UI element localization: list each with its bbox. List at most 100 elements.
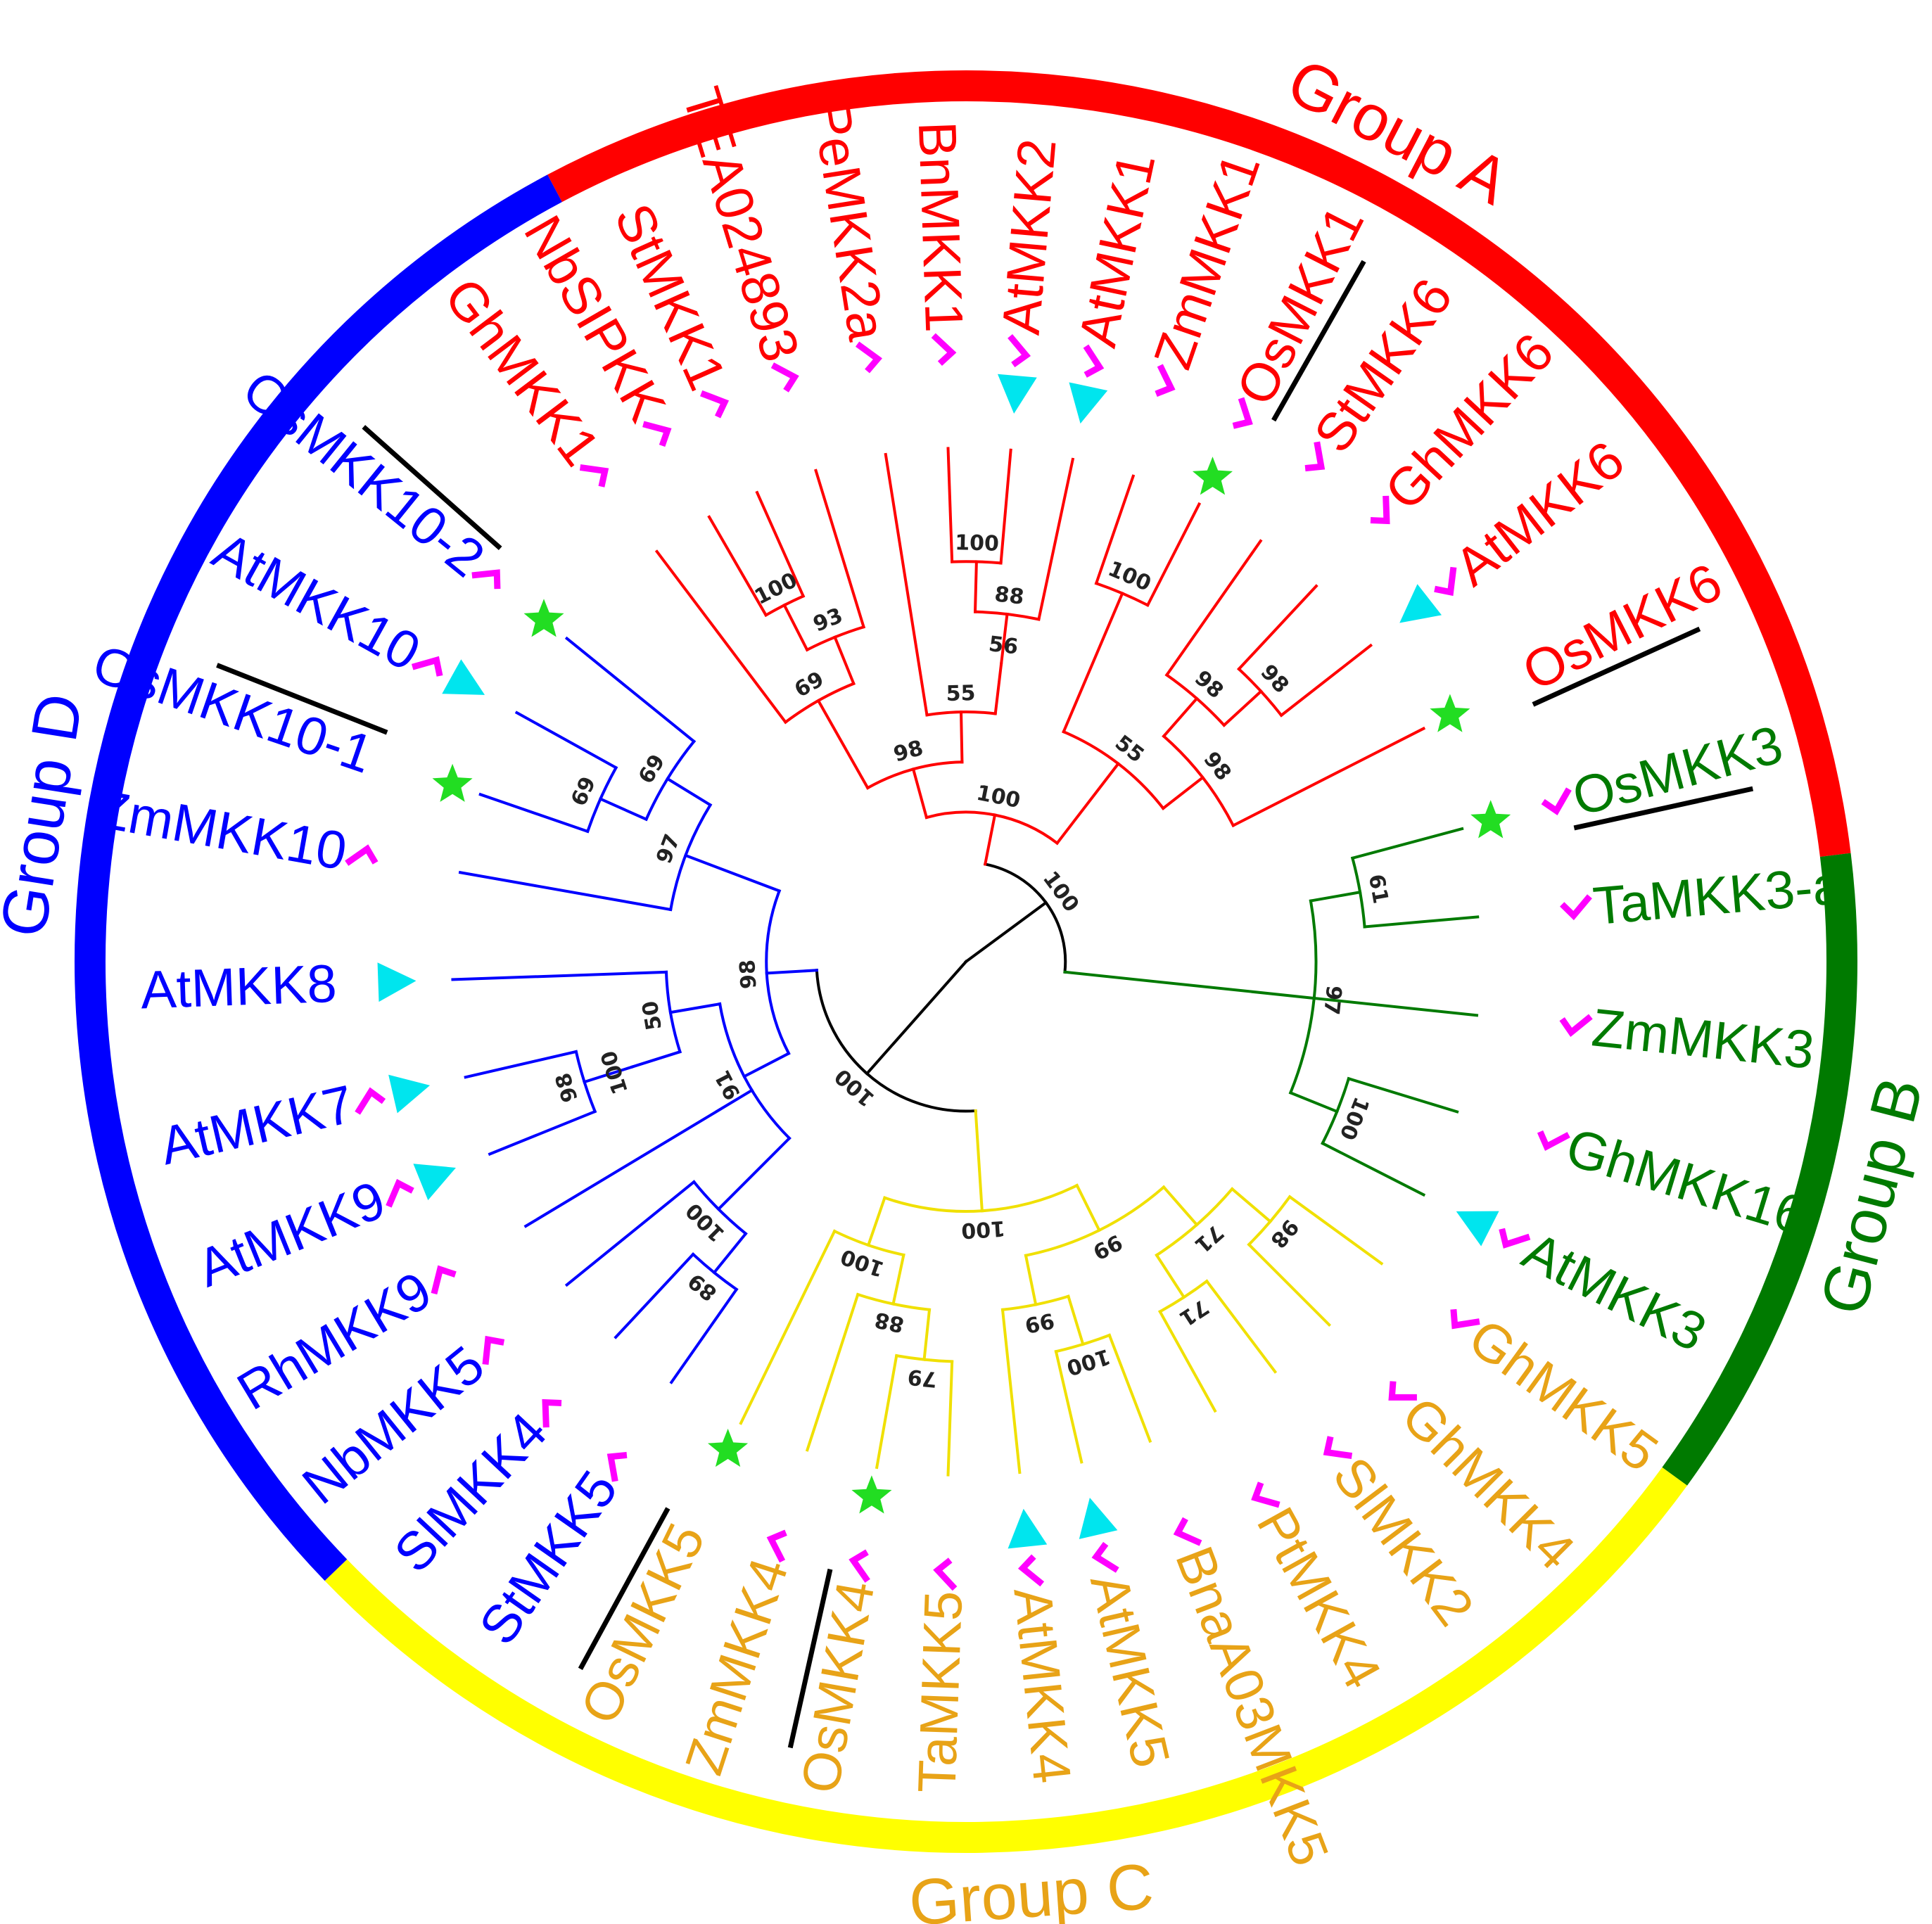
leaf-label-atmkk9: AtMKK9 (189, 1170, 393, 1299)
branch-b1 (1309, 890, 1362, 903)
check-mark-icon (431, 1265, 457, 1295)
check-mark-icon (1017, 1554, 1045, 1587)
branch-arc-a1b (805, 625, 866, 652)
branch-zmmkk1 (1094, 474, 1136, 585)
ring-arc-group-c (324, 1467, 1688, 1853)
bootstrap-a1e: 56 (987, 632, 1019, 660)
branch-arc-abroot (983, 862, 1067, 974)
branch-osmkk10-1 (478, 792, 590, 834)
check-mark-icon (1083, 344, 1105, 378)
branch-arc-b1 (1350, 856, 1366, 929)
bootstrap-c1d: 99 (1022, 1308, 1056, 1338)
branch-c1b (1230, 1187, 1273, 1224)
branch-ghmkk4 (1247, 1242, 1332, 1327)
branch-osmkk5 (739, 1229, 837, 1425)
bootstrap-b1: 61 (1364, 872, 1393, 905)
check-mark-icon (1323, 1436, 1353, 1460)
branch-a2 (1055, 761, 1121, 846)
branch-stmkk6 (1164, 539, 1263, 677)
underline-bar (1573, 786, 1754, 831)
leaf-label-tamkk5: TaMKK5 (907, 1590, 974, 1794)
branch-d1c (668, 1002, 722, 1014)
leaf-label-atmkk2: AtMKK2 (991, 136, 1068, 337)
branch-d1e (583, 1065, 635, 1084)
bootstrap-c2b: 79 (906, 1364, 938, 1391)
branch-a1e (993, 662, 1003, 715)
underline-bar (362, 425, 502, 551)
star-icon (708, 1428, 749, 1467)
branch-arc-c1 (1024, 1185, 1166, 1258)
leaf-label-bnmkk1: BnMKK1 (907, 120, 974, 333)
branch-c2 (866, 1196, 886, 1247)
branch-arc-b2 (1321, 1076, 1351, 1145)
check-mark-icon (1155, 364, 1176, 397)
check-mark-icon (931, 333, 957, 367)
check-mark-icon (1450, 1308, 1480, 1330)
ring-arc-group-b (1662, 853, 1857, 1486)
check-mark-icon (770, 362, 799, 393)
bootstrap-a1: 98 (891, 736, 926, 767)
branch-arc-a1a (783, 682, 856, 725)
branch-arc-d1 (718, 1002, 792, 1140)
bootstrap-a1g: 100 (955, 530, 1000, 556)
triangle-icon (377, 962, 417, 1002)
branch-ghmkk1 (654, 549, 788, 725)
leaf-label-ghmkk16: GhMKK16 (1559, 1117, 1812, 1247)
ring-arc-group-d (75, 174, 562, 1581)
branch-b (1063, 970, 1316, 1000)
branch-tamkk3-a (1363, 915, 1480, 929)
branch-c1e (1066, 1294, 1085, 1346)
star-icon (851, 1475, 892, 1514)
underline-bar (578, 1507, 671, 1670)
branch-stmkk1 (755, 490, 806, 599)
branch-osmkk1 (1145, 502, 1202, 607)
branch-d1 (742, 1051, 791, 1078)
bootstrap-d2: 97 (652, 831, 685, 867)
bootstrap-cdroot: 100 (830, 1064, 879, 1111)
branch-a2c (1162, 696, 1199, 739)
branch-a1b (833, 635, 856, 686)
star-icon (523, 599, 564, 637)
star-icon (1430, 694, 1470, 732)
branch-b2 (1288, 1090, 1339, 1114)
branch-osmkk10-2 (564, 636, 697, 744)
branch-arc-d2a (644, 739, 697, 822)
check-mark-icon (642, 421, 672, 447)
triangle-icon (1399, 584, 1442, 623)
check-mark-icon (766, 1529, 787, 1563)
branch-nbmkk5 (564, 1180, 697, 1287)
branch-a1 (911, 767, 929, 820)
check-mark-icon (345, 844, 379, 866)
check-mark-icon (1304, 441, 1326, 472)
check-mark-icon (606, 1451, 628, 1482)
check-mark-icon (1008, 333, 1031, 368)
branch-d1a (716, 1136, 792, 1211)
bootstrap-c: 100 (960, 1216, 1006, 1243)
triangle-icon (1069, 382, 1108, 424)
triangle-icon (1008, 1508, 1048, 1549)
triangle-icon (413, 1164, 456, 1201)
branch-slmkk4 (614, 1252, 695, 1339)
leaf-label-atmkk8: AtMKK8 (139, 954, 338, 1021)
branch-ptmkk4 (1158, 1309, 1217, 1413)
branch-atmkk7 (464, 1050, 578, 1079)
star-icon (1470, 800, 1511, 839)
leaf-label-atmkk10: AtMKK10 (203, 521, 430, 682)
branch-d2b (598, 797, 649, 822)
branch-arc-d2b (585, 765, 618, 834)
branch-d1d (630, 1050, 682, 1069)
branch-arc-c2 (832, 1229, 905, 1257)
branch-c1d (1024, 1254, 1038, 1306)
branch-a1a (816, 699, 870, 790)
bootstrap-a1b: 93 (810, 604, 846, 637)
check-mark-icon (1560, 894, 1592, 921)
branch-atmkk4 (1000, 1308, 1022, 1474)
branch-atmkk2 (999, 448, 1012, 565)
branch-arc-a2c (1164, 673, 1226, 727)
group-ring (75, 70, 1857, 1853)
leaf-label-pemkk2a: PeMKK2a (800, 97, 897, 345)
tree-branches (451, 447, 1480, 1477)
check-mark-icon (933, 1557, 958, 1591)
